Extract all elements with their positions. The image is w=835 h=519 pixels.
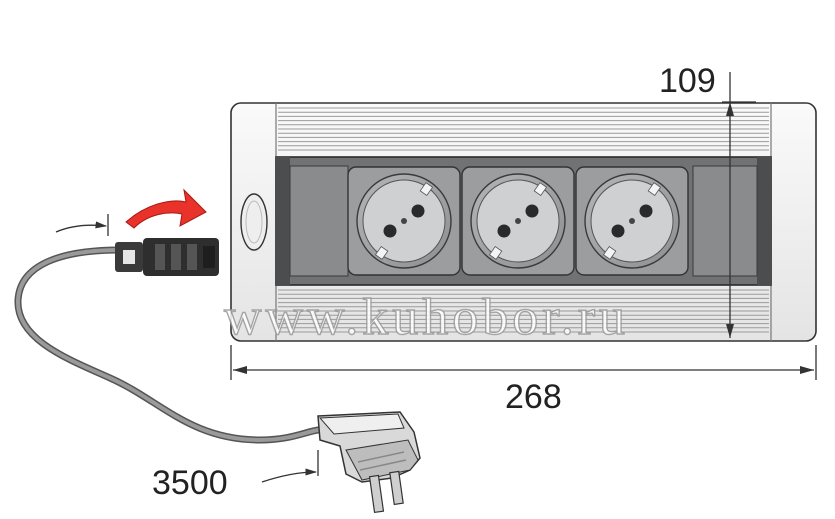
insert-arrow-icon (125, 188, 207, 229)
cable-length-label: 3500 (152, 464, 228, 502)
bottom-ribs (278, 289, 769, 333)
mains-plug (317, 411, 421, 514)
width-label: 268 (505, 378, 562, 416)
top-ribs (278, 107, 769, 151)
cable-connector (115, 238, 219, 276)
socket-row (347, 166, 689, 276)
power-strip-housing (230, 102, 817, 342)
socket-1 (347, 166, 461, 276)
width-dimension: 268 (230, 345, 817, 416)
height-label: 109 (659, 62, 716, 100)
power-cable (14, 246, 322, 444)
socket-2 (461, 166, 575, 276)
watermark-text: www.kuhobor.ru (224, 289, 629, 346)
connector-tick (55, 214, 109, 236)
height-dimension: 109 (659, 62, 756, 338)
plug-tick (261, 450, 319, 483)
socket-3 (575, 166, 689, 276)
release-button (240, 193, 268, 251)
